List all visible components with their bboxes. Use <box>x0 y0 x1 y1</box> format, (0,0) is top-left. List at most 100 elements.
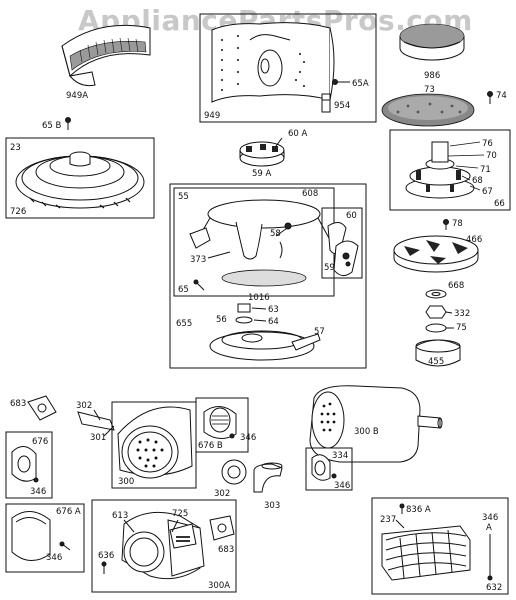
label-59A: 59 A <box>252 169 272 179</box>
label-65B: 65 B <box>42 121 62 131</box>
part-300A-muffler-assembly <box>121 511 205 580</box>
part-73-screen-disc <box>381 93 475 127</box>
label-300: 300 <box>118 477 134 487</box>
label-71: 71 <box>480 165 491 175</box>
label-632: 632 <box>486 583 502 593</box>
label-74: 74 <box>496 91 507 101</box>
part-65B-screw <box>65 117 71 130</box>
label-237: 237 <box>380 515 396 525</box>
label-23: 23 <box>10 143 21 153</box>
label-949: 949 <box>204 111 220 121</box>
label-56: 56 <box>216 315 227 325</box>
part-63-nut <box>237 303 251 313</box>
label-466: 466 <box>466 235 482 245</box>
part-78-screw <box>443 219 449 230</box>
box-60 <box>321 207 363 279</box>
label-68: 68 <box>472 176 483 186</box>
box-66 <box>389 129 511 211</box>
part-65A-screw <box>332 79 350 85</box>
box-23 <box>5 137 155 219</box>
label-455: 455 <box>428 357 444 367</box>
label-334: 334 <box>332 451 348 461</box>
label-725: 725 <box>172 509 188 519</box>
label-346d: 346 <box>46 553 62 563</box>
label-75: 75 <box>456 323 467 333</box>
label-70: 70 <box>486 151 497 161</box>
box-300A <box>91 499 237 593</box>
label-59: 59 <box>324 263 335 273</box>
label-73: 73 <box>424 85 435 95</box>
part-636-screw <box>101 561 107 574</box>
label-66: 66 <box>494 199 505 209</box>
part-632-spark-arrester-muffler <box>381 525 493 581</box>
label-301: 301 <box>90 433 106 443</box>
part-676B-guard <box>203 406 237 439</box>
box-949 <box>199 13 377 123</box>
label-64: 64 <box>268 317 279 327</box>
part-75-washer <box>425 323 447 333</box>
label-655: 655 <box>176 319 192 329</box>
part-57-breather-tube <box>291 333 321 351</box>
part-949-blower-housing <box>211 22 335 103</box>
label-300A: 300A <box>208 581 230 591</box>
label-676B: 676 B <box>198 441 223 451</box>
label-67: 67 <box>482 187 493 197</box>
label-A: A <box>486 523 492 533</box>
part-334-guard <box>311 454 337 481</box>
label-346b: 346 <box>240 433 256 443</box>
box-676A <box>5 503 85 573</box>
label-65: 65 <box>178 285 189 295</box>
part-676-guard <box>11 446 39 483</box>
label-303: 303 <box>264 501 280 511</box>
part-949A-shroud-band <box>61 24 151 87</box>
label-346e: 346 <box>482 513 498 523</box>
part-302-pipe <box>77 409 115 431</box>
label-60A: 60 A <box>288 129 308 139</box>
part-300-muffler <box>117 406 193 479</box>
part-60A-cap <box>239 137 285 167</box>
label-954: 954 <box>334 101 350 111</box>
label-332: 332 <box>454 309 470 319</box>
label-613: 613 <box>112 511 128 521</box>
label-676: 676 <box>32 437 48 447</box>
part-58-screw <box>275 222 292 259</box>
part-683-gasket <box>27 395 57 421</box>
label-302b: 302 <box>214 489 230 499</box>
box-608 <box>169 183 367 369</box>
label-302a: 302 <box>76 401 92 411</box>
part-23-flywheel <box>15 151 145 209</box>
part-332-nut <box>425 305 447 319</box>
part-836A-screw <box>399 503 405 514</box>
starter-callouts <box>447 141 485 191</box>
label-986: 986 <box>424 71 440 81</box>
part-466-starter-pulley <box>393 235 479 273</box>
part-455-cup <box>415 339 461 367</box>
part-55-air-cleaner-base <box>189 199 331 260</box>
label-636: 636 <box>98 551 114 561</box>
box-676B <box>195 397 249 453</box>
label-78: 78 <box>452 219 463 229</box>
box-334 <box>305 447 353 491</box>
label-58: 58 <box>270 229 281 239</box>
part-302-flange <box>221 459 247 485</box>
label-346c: 346 <box>334 481 350 491</box>
label-55: 55 <box>178 192 189 202</box>
label-57: 57 <box>314 327 325 337</box>
part-683-gasket-b <box>209 515 235 541</box>
part-303-elbow <box>253 462 283 493</box>
label-949A: 949A <box>66 91 88 101</box>
part-64-washer <box>235 316 253 324</box>
label-1016: 1016 <box>248 293 270 303</box>
label-683b: 683 <box>218 545 234 555</box>
part-66-starter-assembly <box>405 141 475 199</box>
label-608: 608 <box>302 189 318 199</box>
label-676A: 676 A <box>56 507 81 517</box>
part-986-rotating-screen <box>399 23 465 61</box>
label-373: 373 <box>190 255 206 265</box>
label-726: 726 <box>10 207 26 217</box>
part-74-screw <box>487 91 493 104</box>
part-1016-filter-element <box>221 269 307 287</box>
label-65A: 65A <box>352 79 369 89</box>
part-65-screw <box>193 279 205 291</box>
